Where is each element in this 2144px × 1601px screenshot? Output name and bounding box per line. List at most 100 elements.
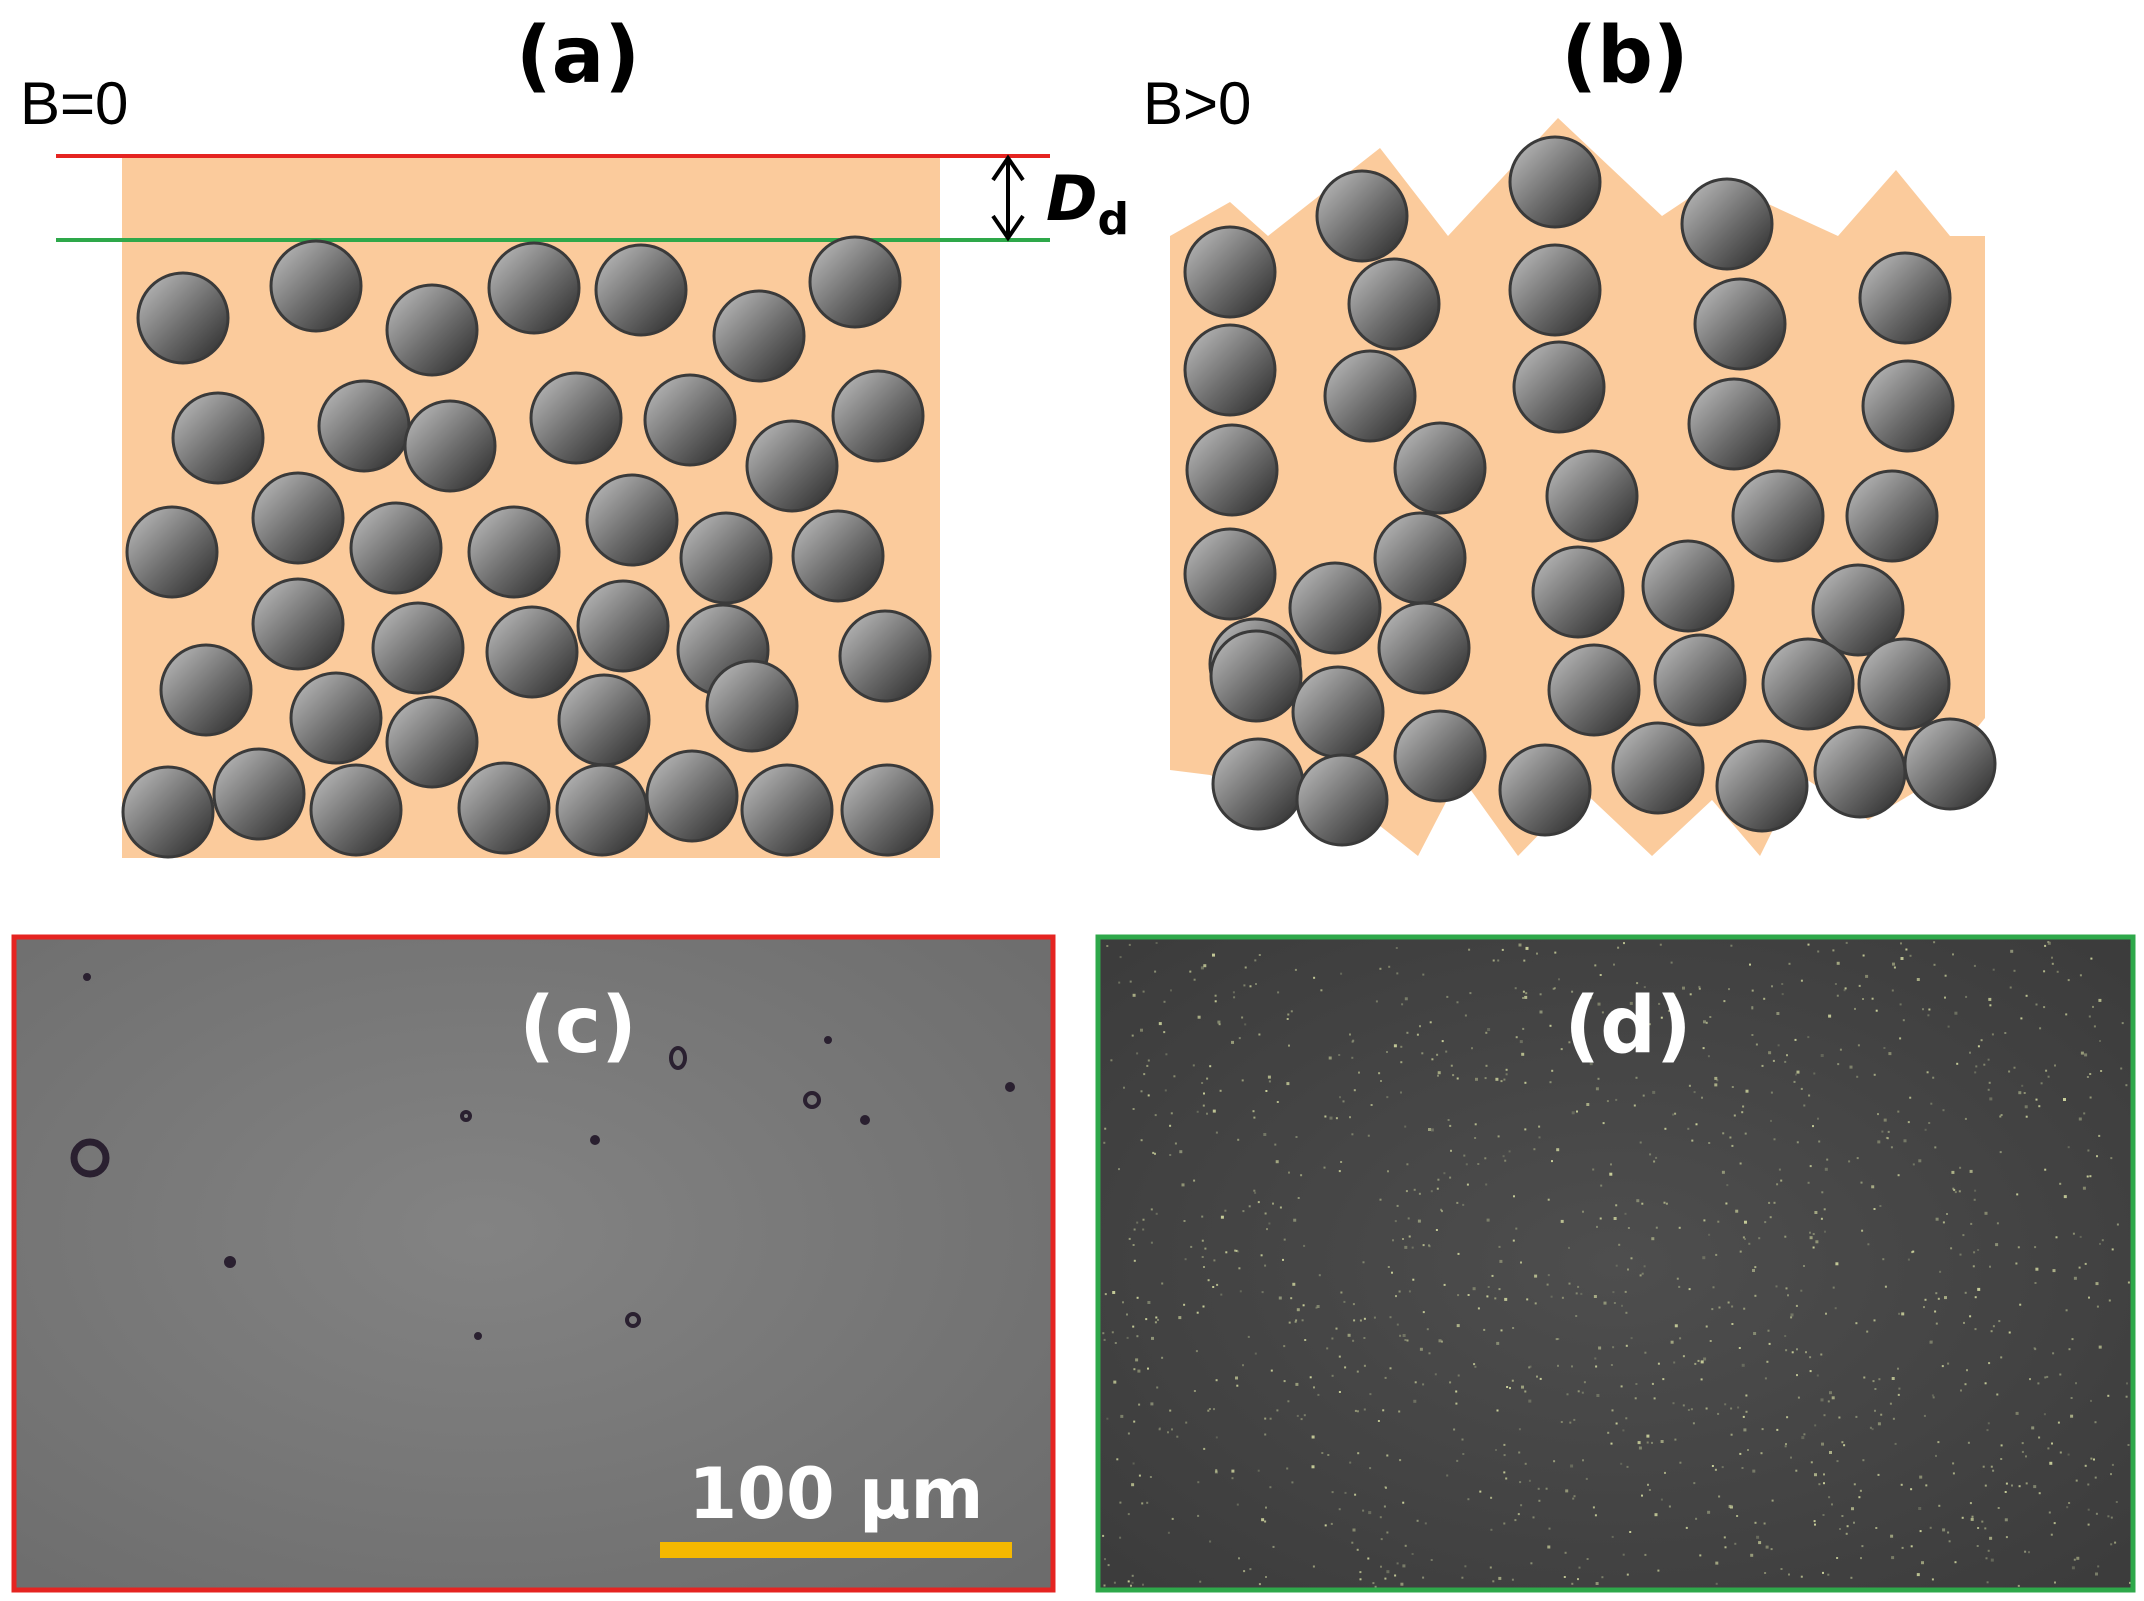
particle <box>1845 469 1939 563</box>
particle <box>1183 323 1277 417</box>
particle <box>1611 721 1705 815</box>
surface-defects <box>70 973 1015 1340</box>
panel-label-a: (a) <box>516 11 640 101</box>
particle <box>1377 601 1471 695</box>
particle <box>1373 511 1467 605</box>
particle <box>1641 539 1735 633</box>
micrograph-c <box>14 937 1053 1590</box>
particle <box>1508 243 1602 337</box>
panel-a <box>56 154 1050 859</box>
particle <box>269 239 363 333</box>
particle <box>1183 225 1277 319</box>
panel-d <box>1095 934 2136 1593</box>
particle <box>1393 421 1487 515</box>
particle <box>1653 633 1747 727</box>
particle <box>159 643 253 737</box>
particle <box>212 747 306 841</box>
particle <box>1858 251 1952 345</box>
frame-d <box>1095 934 2136 1593</box>
particle <box>838 609 932 703</box>
particle <box>289 671 383 765</box>
particle <box>171 391 265 485</box>
particle <box>557 673 651 767</box>
particle <box>403 399 497 493</box>
particle <box>125 505 219 599</box>
particle <box>1680 177 1774 271</box>
particle <box>1295 753 1389 847</box>
particle <box>1185 423 1279 517</box>
particle <box>1531 545 1625 639</box>
particle <box>645 749 739 843</box>
particle <box>555 763 649 857</box>
particle <box>1183 527 1277 621</box>
speckles <box>1102 941 2131 1588</box>
particle <box>1498 743 1592 837</box>
particle <box>585 473 679 567</box>
panel-c <box>11 934 1056 1593</box>
panel-b <box>1170 118 1997 856</box>
particle <box>679 511 773 605</box>
particle <box>1813 725 1907 819</box>
particle <box>643 373 737 467</box>
particle <box>136 271 230 365</box>
particle <box>385 695 479 789</box>
particle <box>1545 449 1639 543</box>
particle <box>121 765 215 859</box>
particles-a <box>121 235 934 859</box>
particle <box>1903 717 1997 811</box>
particle <box>1857 637 1951 731</box>
particle <box>1288 561 1382 655</box>
micrograph-d <box>1098 937 2133 1590</box>
particle <box>349 501 443 595</box>
panel-label-c: (c) <box>519 981 637 1071</box>
particle <box>712 289 806 383</box>
particle <box>831 369 925 463</box>
particle <box>840 763 934 857</box>
particle <box>1761 637 1855 731</box>
particle <box>1547 643 1641 737</box>
condition-label-a: B=0 <box>20 70 128 137</box>
particle <box>1811 563 1905 657</box>
scale-bar-label: 100 μm <box>689 1453 984 1535</box>
particle <box>808 235 902 329</box>
particle <box>371 601 465 695</box>
particle <box>485 605 579 699</box>
particle <box>457 761 551 855</box>
particle <box>1291 665 1385 759</box>
particle <box>1323 349 1417 443</box>
particle <box>487 241 581 335</box>
thickness-arrowhead-top <box>991 154 1025 182</box>
particle <box>1731 469 1825 563</box>
particle <box>1211 737 1305 831</box>
particle <box>576 579 670 673</box>
particle <box>1347 257 1441 351</box>
particle <box>529 371 623 465</box>
thickness-arrowhead-bottom <box>991 214 1025 242</box>
particle <box>745 419 839 513</box>
condition-label-b: B>0 <box>1143 70 1251 137</box>
particle <box>317 379 411 473</box>
particle <box>467 505 561 599</box>
particle <box>1209 629 1303 723</box>
thickness-label: Dd <box>1046 162 1129 245</box>
particles-b <box>1183 135 1997 847</box>
particle <box>385 283 479 377</box>
particle <box>309 763 403 857</box>
particle <box>594 243 688 337</box>
particle <box>1315 169 1409 263</box>
particle <box>1715 739 1809 833</box>
particle <box>1687 377 1781 471</box>
particle <box>251 471 345 565</box>
panel-label-b: (b) <box>1561 11 1688 101</box>
particle <box>1693 277 1787 371</box>
particle <box>251 577 345 671</box>
particle <box>1508 135 1602 229</box>
particle <box>1393 709 1487 803</box>
particle <box>705 659 799 753</box>
panel-label-d: (d) <box>1564 981 1691 1071</box>
particle <box>791 509 885 603</box>
particle <box>1861 359 1955 453</box>
particle <box>1512 340 1606 434</box>
frame-c <box>11 934 1056 1593</box>
